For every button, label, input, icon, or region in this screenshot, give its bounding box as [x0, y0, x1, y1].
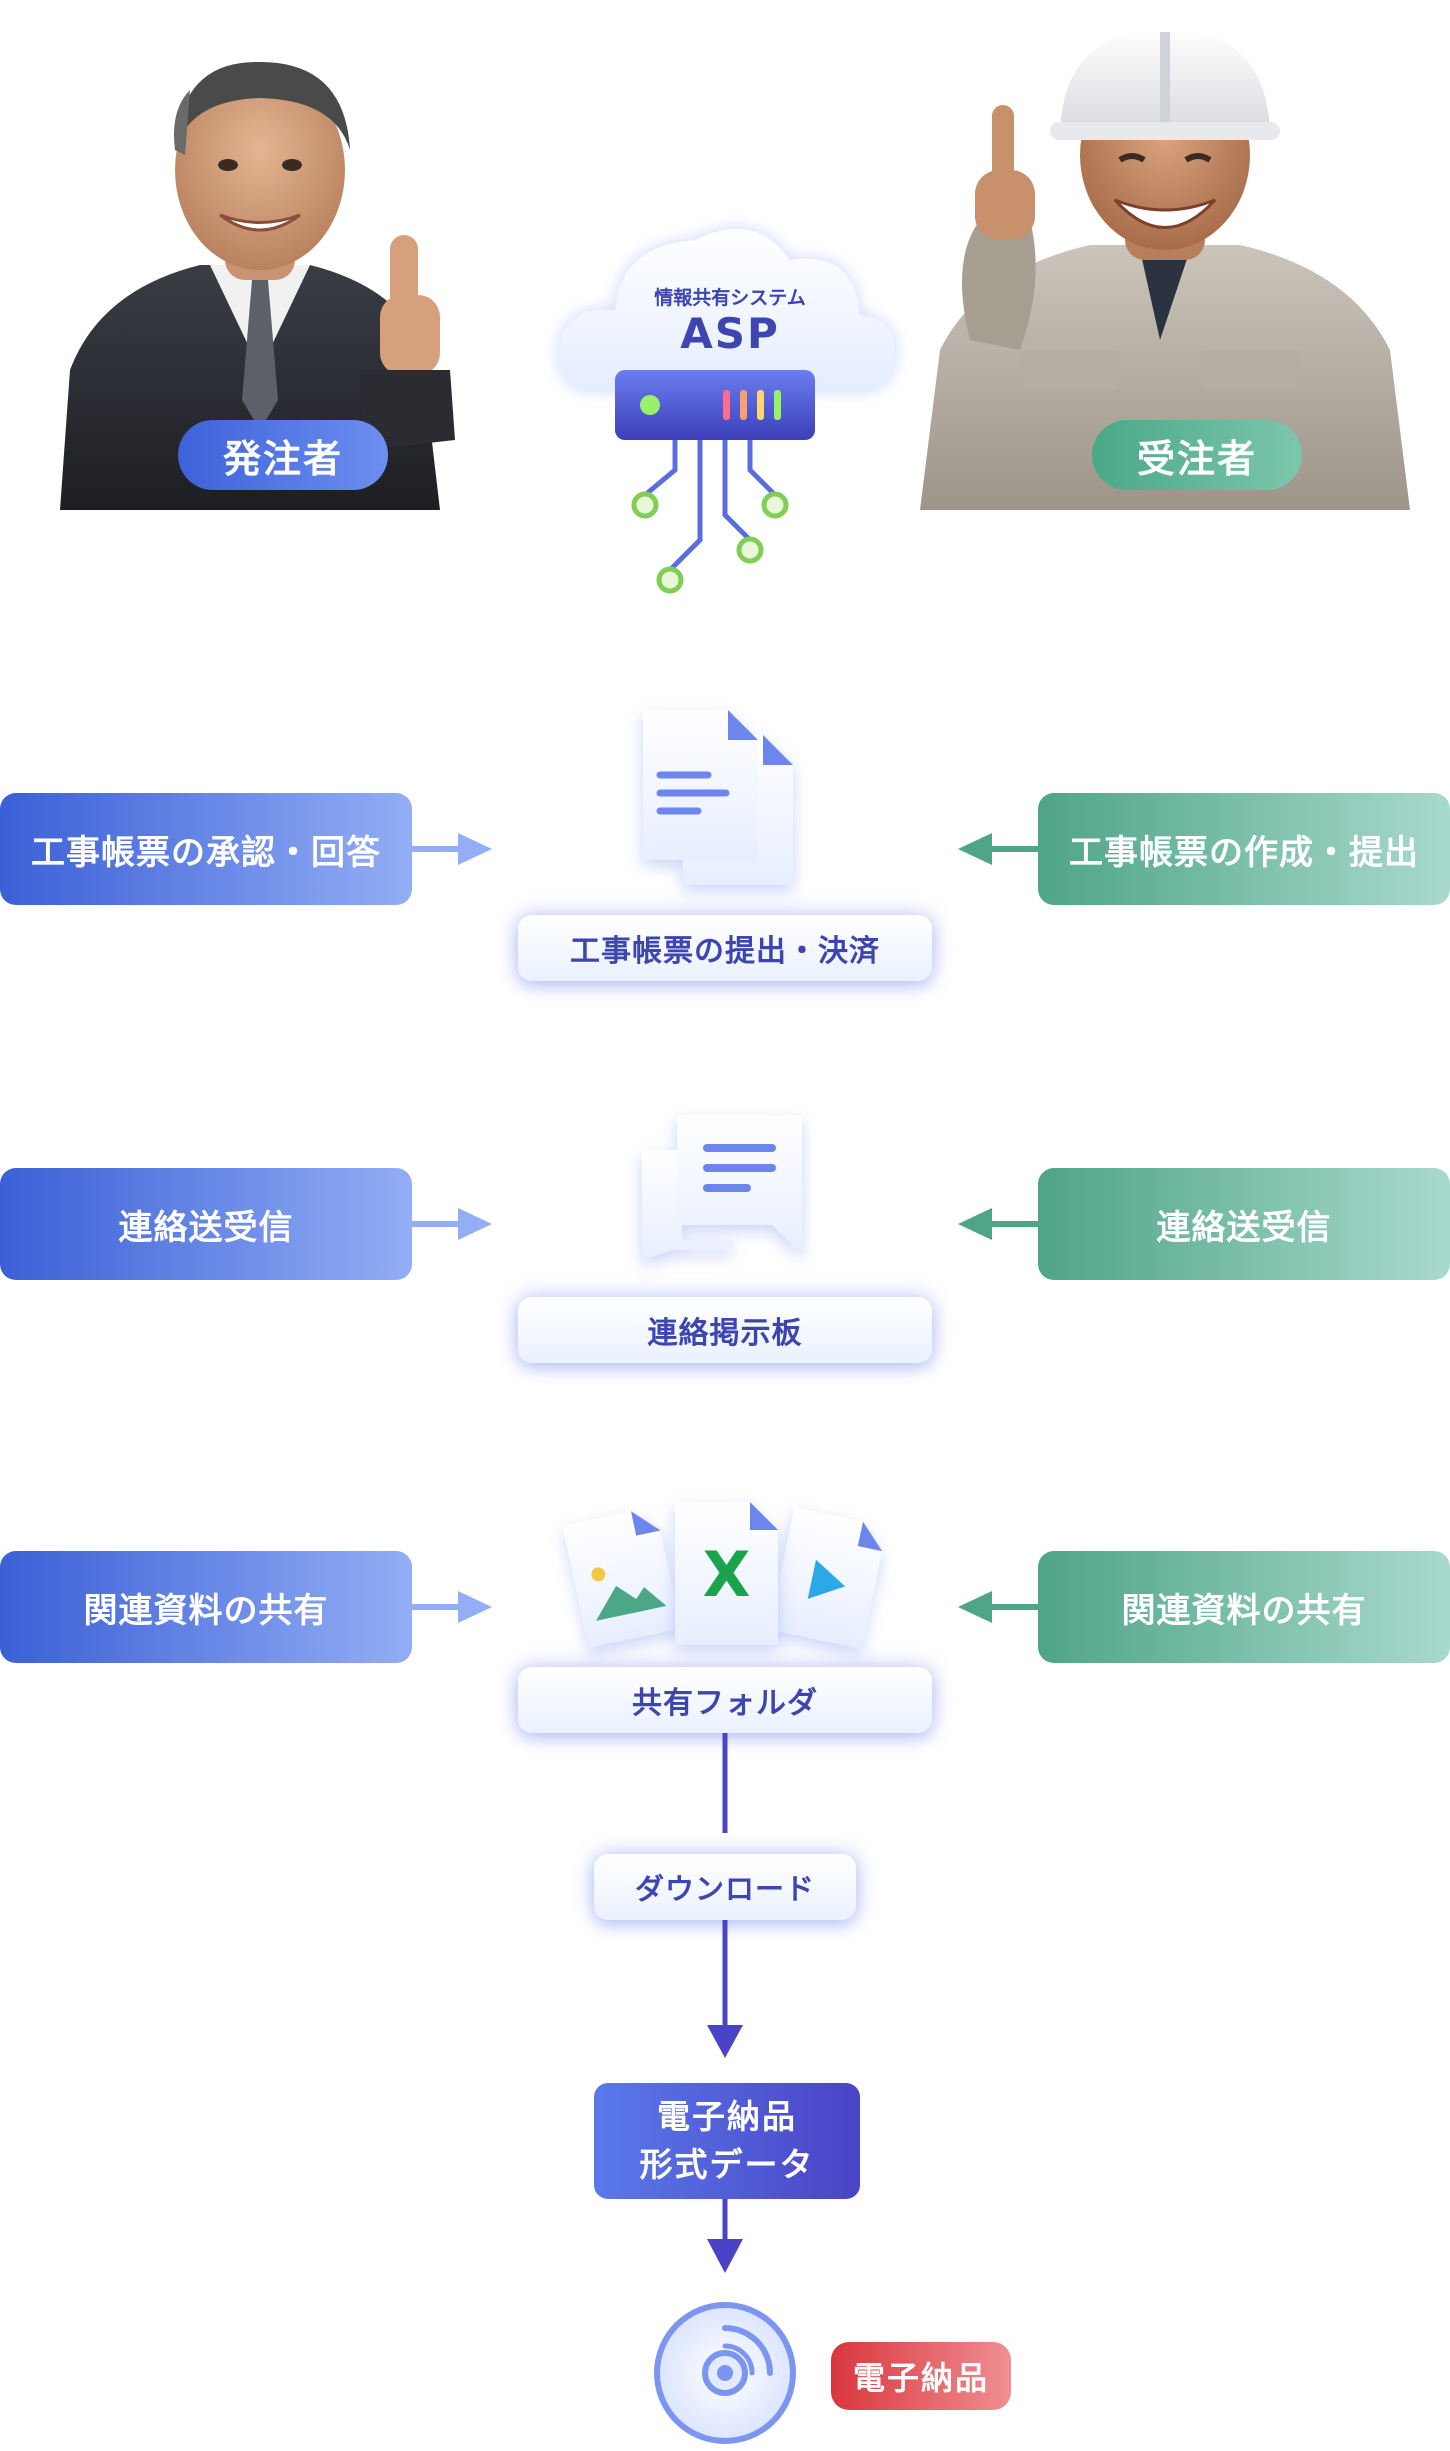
- row3-right-label: 関連資料の共有: [1038, 1551, 1450, 1663]
- row3-left-arrow: [412, 1591, 492, 1623]
- row2-center-pill: 連絡掲示板: [518, 1297, 932, 1363]
- chat-bubbles-icon: [632, 1110, 812, 1270]
- row3-center-pill: 共有フォルダ: [518, 1667, 932, 1733]
- flow-arrow-to-disc: [707, 2199, 743, 2273]
- excel-letter: X: [702, 1538, 751, 1611]
- download-pill: ダウンロード: [594, 1854, 856, 1920]
- asp-title: ASP: [680, 309, 780, 358]
- contractor-person: 受注者: [910, 20, 1430, 510]
- row3-right-arrow: [958, 1591, 1038, 1623]
- format-data-box: 電子納品 形式データ: [594, 2083, 860, 2199]
- row2-right-label: 連絡送受信: [1038, 1168, 1450, 1280]
- row2-right-arrow: [958, 1208, 1038, 1240]
- format-line1: 電子納品: [657, 2097, 797, 2136]
- row3-left-label: 関連資料の共有: [0, 1551, 412, 1663]
- row1-right-arrow: [958, 833, 1038, 865]
- row1-left-label: 工事帳票の承認・回答: [0, 793, 412, 905]
- contractor-badge: 受注者: [1092, 420, 1302, 490]
- orderer-badge: 発注者: [178, 420, 388, 490]
- row2-left-label: 連絡送受信: [0, 1168, 412, 1280]
- shared-files-icon: X: [560, 1490, 890, 1660]
- flow-arrow-to-format: [707, 1920, 743, 2058]
- delivery-badge: 電子納品: [831, 2342, 1011, 2410]
- row1-right-label: 工事帳票の作成・提出: [1038, 793, 1450, 905]
- asp-server-graphic: 情報共有システム ASP: [555, 205, 905, 610]
- row1-left-arrow: [412, 833, 492, 865]
- document-icon: [638, 705, 808, 895]
- excel-file-icon: [675, 1502, 778, 1645]
- row2-left-arrow: [412, 1208, 492, 1240]
- format-line2: 形式データ: [639, 2145, 815, 2184]
- businessman-illustration: [60, 61, 455, 510]
- flow-line-top: [722, 1733, 728, 1833]
- orderer-person: 発注者: [60, 40, 500, 510]
- disc-icon: [650, 2298, 800, 2447]
- cloud-server-icon: [559, 228, 896, 594]
- image-file-icon: [562, 1511, 682, 1649]
- row1-center-pill: 工事帳票の提出・決済: [518, 915, 932, 981]
- asp-subtitle: 情報共有システム: [654, 287, 806, 309]
